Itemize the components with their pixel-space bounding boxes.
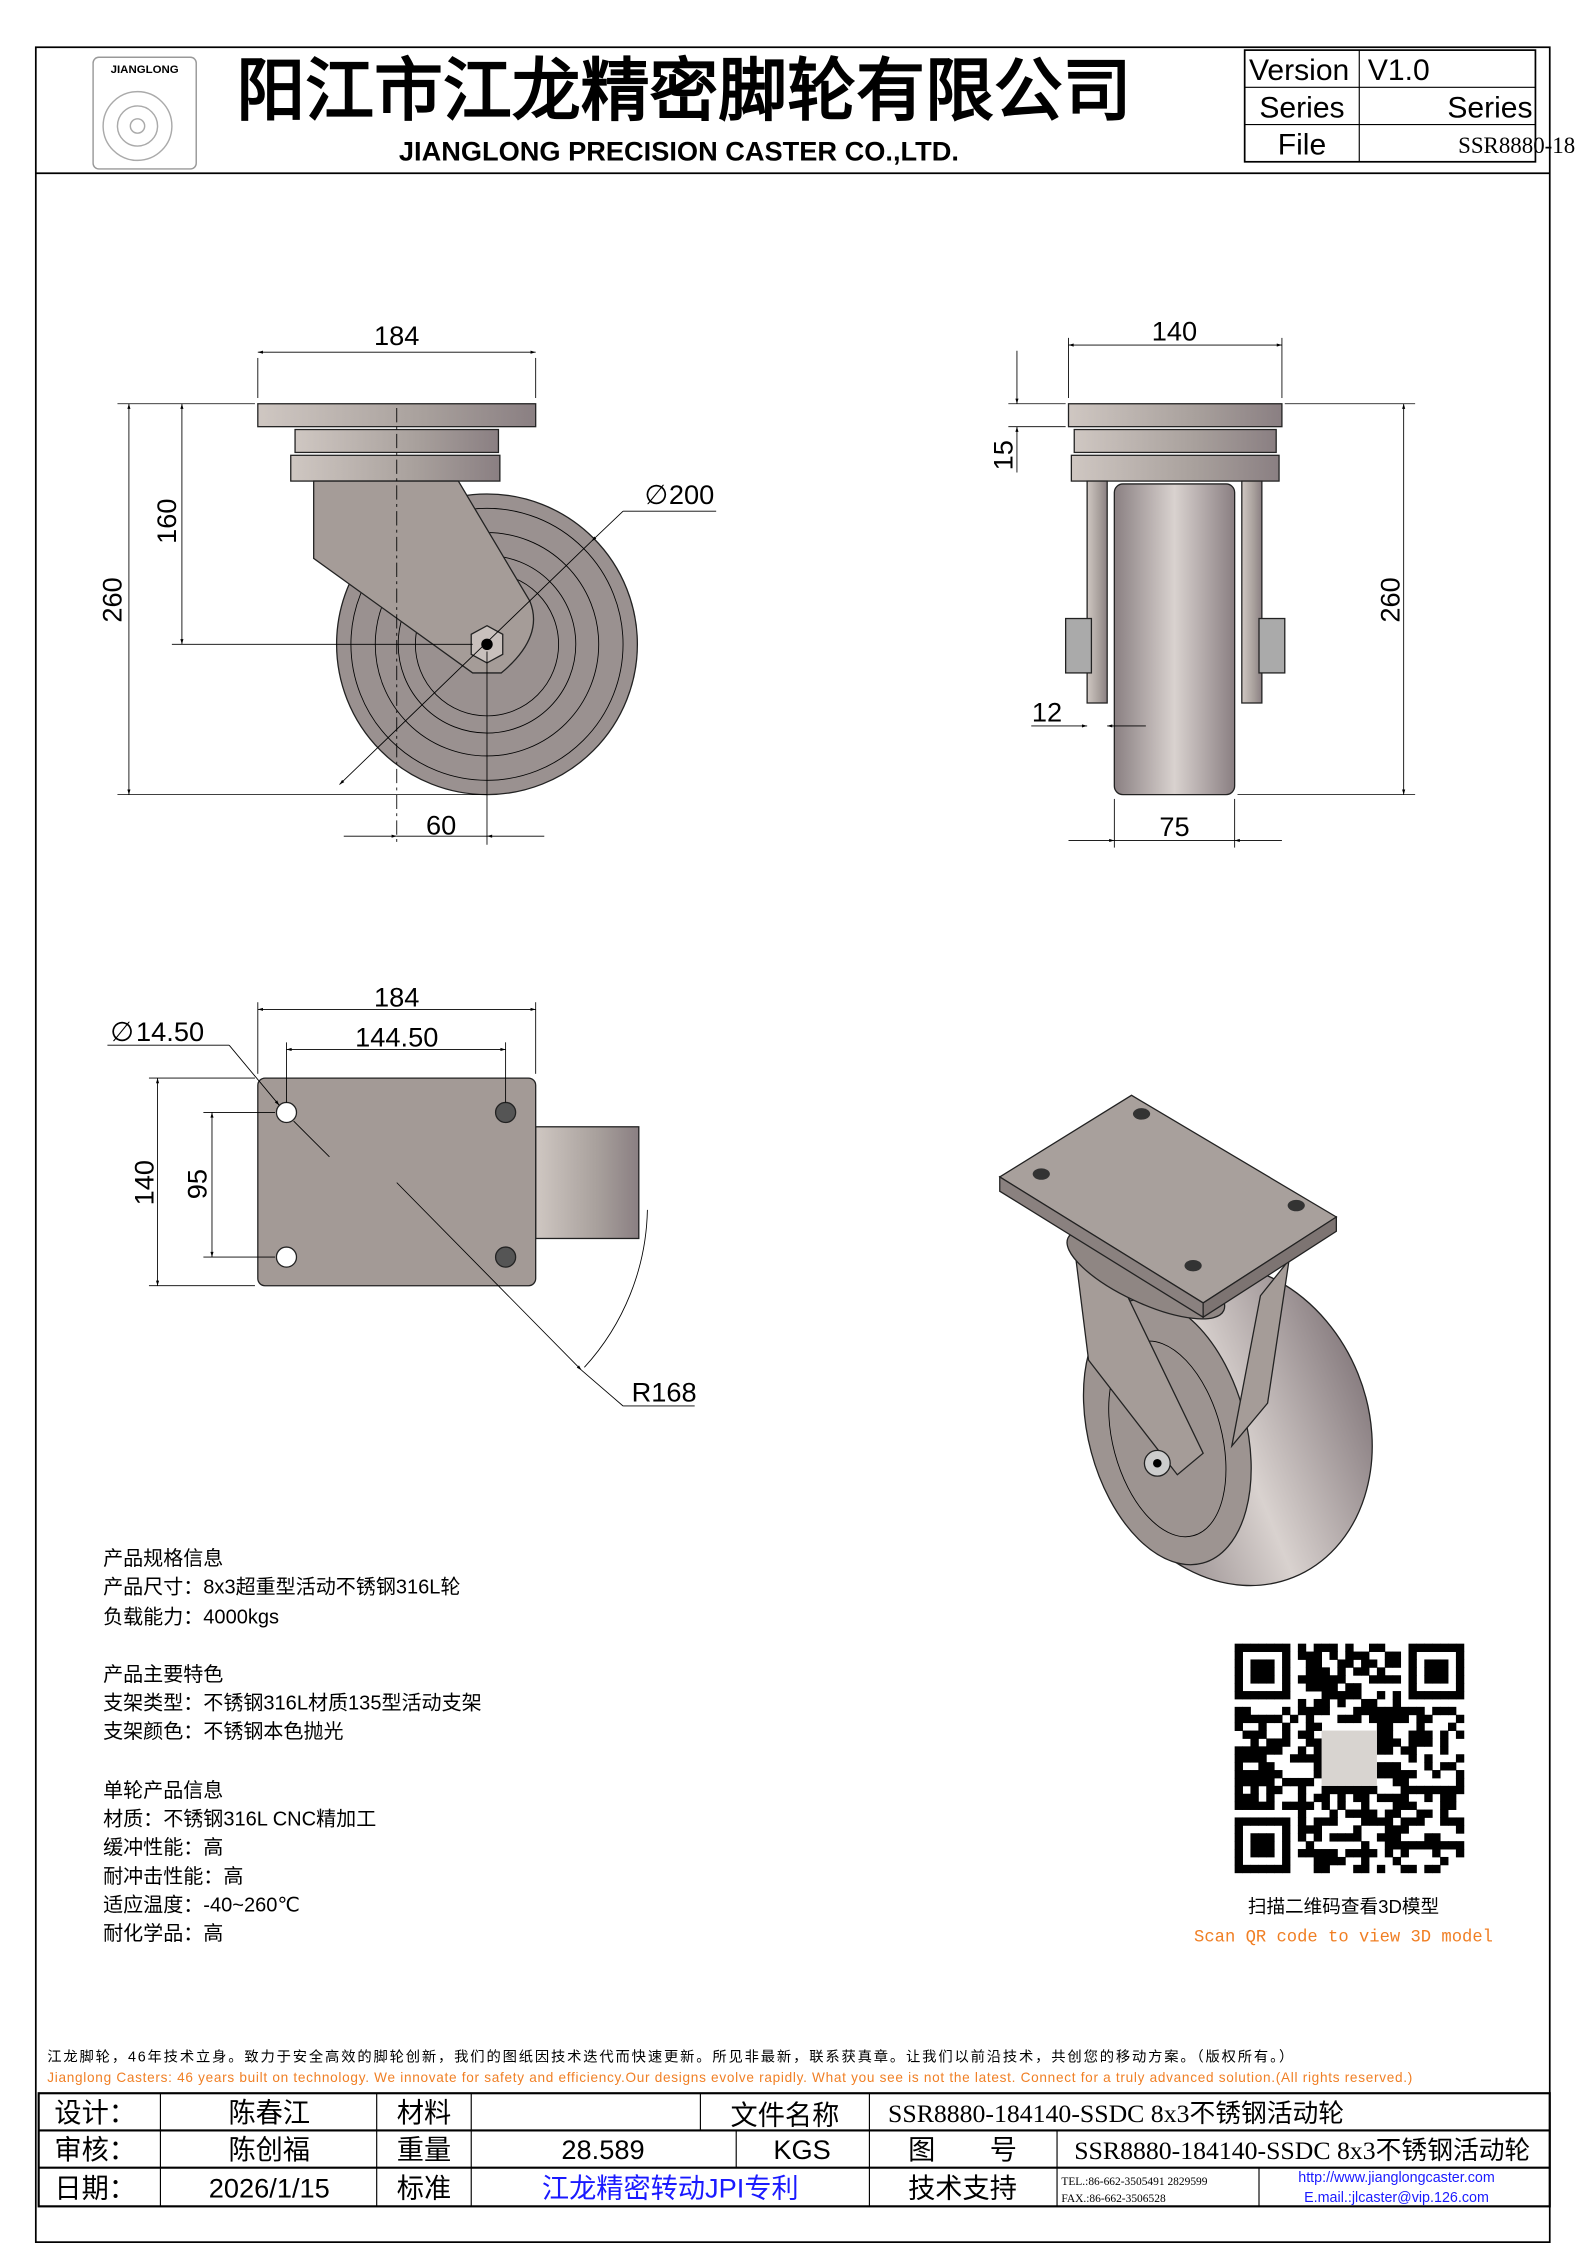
company-logo: JIANGLONG — [92, 56, 197, 170]
standard-label: 标准 — [397, 2173, 451, 2204]
dim-front-axle-height: 160 — [151, 498, 182, 543]
dim-swivel-offset: 60 — [426, 810, 456, 841]
drawing-no-value: SSR8880-184140-SSDC 8x3不锈钢活动轮 — [1074, 2136, 1530, 2165]
spec-line: 适应温度：-40~260℃ — [103, 1893, 300, 1916]
spec-line: 支架颜色：不锈钢本色抛光 — [103, 1720, 343, 1743]
file-value: SSR8880-18 — [1458, 133, 1575, 158]
dim-hole-spacing-x: 144.50 — [355, 1022, 438, 1053]
spec-heading: 产品主要特色 — [103, 1663, 223, 1686]
fax: FAX.:86-662-3506528 — [1061, 2193, 1166, 2205]
dim-front-width: 184 — [374, 320, 419, 351]
qr-caption-en: Scan QR code to view 3D model — [1194, 1928, 1493, 1947]
material-label: 材料 — [397, 2097, 451, 2128]
company-name-en: JIANGLONG PRECISION CASTER CO.,LTD. — [399, 135, 959, 166]
standard-value: 江龙精密转动JPI专利 — [542, 2173, 799, 2204]
support-label: 技术支持 — [908, 2173, 1017, 2204]
spec-line: 耐化学品：高 — [103, 1922, 223, 1945]
filename-label: 文件名称 — [731, 2100, 840, 2131]
qr-center-image — [1321, 1730, 1377, 1786]
dim-axle: 12 — [1032, 697, 1062, 728]
dia-symbol-hole: ∅ — [110, 1016, 134, 1047]
version-table: Version V1.0 Series Series File SSR8880-… — [1243, 49, 1575, 163]
drawing-no-label: 图 号 — [908, 2134, 1017, 2165]
spec-line: 缓冲性能：高 — [103, 1836, 223, 1859]
series-value: Series — [1447, 91, 1532, 124]
qr-code[interactable] — [1234, 1643, 1465, 1874]
top-view: 184 144.50 ∅ 14.50 140 95 R168 — [107, 982, 697, 1408]
dim-top-width: 184 — [374, 982, 419, 1013]
series-label: Series — [1259, 91, 1344, 124]
dim-wheel-diameter: 200 — [669, 479, 714, 510]
version-label: Version — [1249, 54, 1349, 87]
spec-line: 负载能力：4000kgs — [103, 1606, 279, 1629]
filename-value: SSR8880-184140-SSDC 8x3不锈钢活动轮 — [888, 2099, 1344, 2128]
version-value: V1.0 — [1368, 54, 1430, 87]
dim-plate-thickness: 15 — [988, 440, 1019, 470]
note-en: Jianglong Casters: 46 years built on tec… — [47, 2070, 1412, 2085]
company-name-cn: 阳江市江龙精密脚轮有限公司 — [236, 53, 1131, 130]
sheet-border — [34, 46, 1551, 2243]
website-link[interactable]: http://www.jianglongcaster.com — [1298, 2170, 1495, 2186]
weight-value: 28.589 — [561, 2134, 644, 2165]
qr-caption-cn: 扫描二维码查看3D模型 — [1248, 1896, 1439, 1917]
front-view: 184 260 160 60 ∅ 200 — [97, 320, 717, 845]
weight-unit: KGS — [773, 2134, 830, 2165]
dim-wheel-width: 75 — [1159, 811, 1189, 842]
dim-side-height: 260 — [1374, 577, 1405, 622]
date-label: 日期： — [54, 2173, 136, 2204]
dia-symbol: ∅ — [645, 479, 669, 510]
side-view: 140 15 260 12 75 — [988, 316, 1416, 848]
spec-line: 材质：不锈钢316L CNC精加工 — [103, 1807, 376, 1830]
dim-hole-diameter: 14.50 — [136, 1016, 204, 1047]
review-label: 审核： — [54, 2134, 136, 2165]
design-label: 设计： — [54, 2097, 136, 2128]
spec-list: 产品规格信息 产品尺寸：8x3超重型活动不锈钢316L轮 负载能力：4000kg… — [103, 1547, 482, 1945]
dim-top-depth: 140 — [128, 1160, 159, 1205]
caster-3d-render — [998, 1094, 1373, 1587]
spec-line: 支架类型：不锈钢316L材质135型活动支架 — [103, 1692, 482, 1715]
date-value: 2026/1/15 — [209, 2173, 330, 2204]
spec-line: 产品尺寸：8x3超重型活动不锈钢316L轮 — [103, 1576, 460, 1599]
file-label: File — [1278, 129, 1326, 162]
spec-heading: 单轮产品信息 — [103, 1779, 223, 1802]
dim-front-height: 260 — [97, 577, 128, 622]
weight-label: 重量 — [397, 2134, 451, 2165]
dim-side-width: 140 — [1152, 316, 1197, 347]
note-cn: 江龙脚轮，46年技术立身。致力于安全高效的脚轮创新，我们的图纸因技术迭代而快速更… — [47, 2048, 1293, 2066]
tel: TEL.:86-662-3505491 2829599 — [1061, 2176, 1207, 2188]
dim-swivel-radius: R168 — [632, 1377, 697, 1408]
email-link[interactable]: E.mail.:jlcaster@vip.126.com — [1304, 2190, 1489, 2206]
logo-text: JIANGLONG — [111, 64, 179, 76]
spec-heading: 产品规格信息 — [103, 1547, 223, 1570]
designer-name: 陈春江 — [228, 2097, 310, 2128]
reviewer-name: 陈创福 — [228, 2134, 310, 2165]
title-block: 设计： 陈春江 材料 文件名称 审核： 陈创福 重量 28.589 KGS 图 … — [37, 2092, 1551, 2208]
dim-hole-spacing-y: 95 — [181, 1169, 212, 1199]
spec-line: 耐冲击性能：高 — [103, 1865, 243, 1888]
